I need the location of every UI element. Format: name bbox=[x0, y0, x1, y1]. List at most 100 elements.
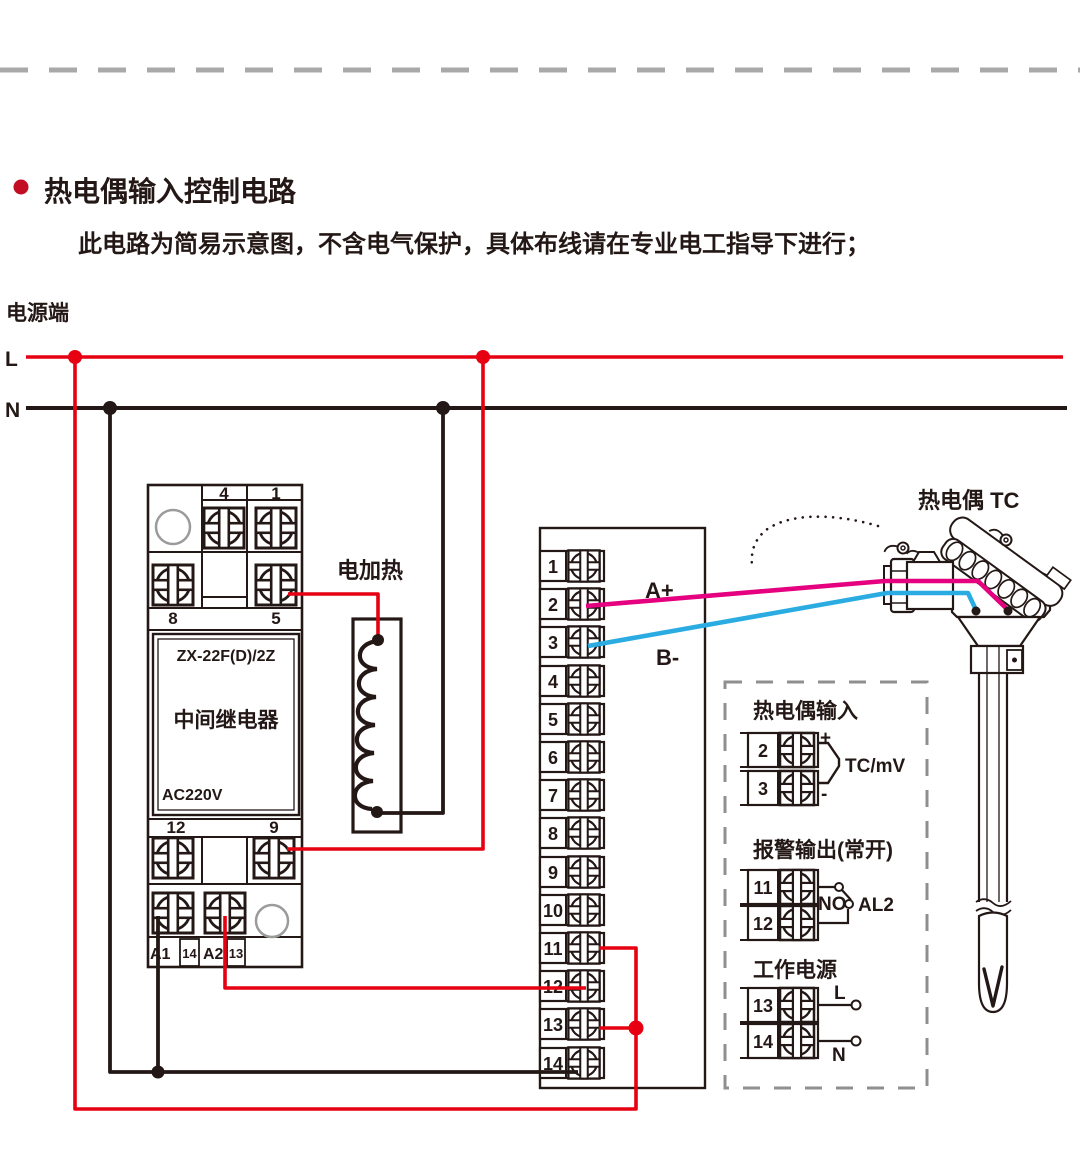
tc-body bbox=[905, 560, 955, 611]
legend-terminal-2-label: 2 bbox=[758, 741, 768, 761]
instrument-terminal-label: 3 bbox=[548, 633, 558, 653]
legend-l-label: L bbox=[834, 983, 846, 1004]
a-plus-wire bbox=[585, 578, 1010, 612]
screw-terminal-icon bbox=[202, 506, 246, 550]
legend-al2-label: AL2 bbox=[858, 895, 894, 916]
junction-dot bbox=[103, 401, 117, 415]
thermocouple-label: 热电偶 TC bbox=[918, 488, 1020, 513]
relay-terminal-A1-label: A1 bbox=[150, 946, 171, 963]
legend-terminal-13-label: 13 bbox=[753, 996, 773, 1016]
instrument-terminal-label: 7 bbox=[548, 786, 558, 806]
relay-terminal-4-label: 4 bbox=[219, 484, 229, 503]
page-title: 热电偶输入控制电路 bbox=[44, 175, 297, 207]
wires bbox=[73, 357, 1010, 1111]
tc-bracket-icon bbox=[818, 741, 841, 785]
a-plus-label: A+ bbox=[645, 578, 674, 603]
tc-body-cap bbox=[911, 551, 942, 563]
relay-indicator-circle-bottom bbox=[254, 903, 290, 939]
legend-alarm-rows: 11 12 bbox=[740, 868, 820, 942]
relay-model: ZX-22F(D)/2Z bbox=[177, 648, 276, 665]
relay-terminal-A2-label: A2 bbox=[203, 946, 224, 963]
relay-terminal-5-label: 5 bbox=[271, 609, 280, 628]
instrument-terminal-label: 1 bbox=[548, 557, 558, 577]
legend-no-label: NO bbox=[818, 894, 847, 915]
heater-coil-icon bbox=[352, 638, 379, 812]
relay-terminal-1-label: 1 bbox=[271, 484, 280, 503]
live-loop-wire bbox=[73, 357, 638, 1111]
tc-probe bbox=[975, 646, 1012, 1014]
screw-terminal-icon bbox=[254, 563, 298, 607]
thermocouple: 热电偶 TC bbox=[750, 488, 1072, 1014]
probe-v-mark bbox=[982, 965, 1004, 1008]
junction-dot bbox=[628, 1020, 644, 1036]
relay-terminal-14-label: 14 bbox=[182, 946, 197, 961]
legend-signal-label: TC/mV bbox=[845, 756, 906, 777]
tc-wire-dot bbox=[971, 606, 981, 616]
chain-dotted-icon bbox=[750, 515, 880, 568]
legend-terminal-14-label: 14 bbox=[753, 1032, 773, 1052]
heater-label: 电加热 bbox=[337, 558, 403, 583]
relay-voltage: AC220V bbox=[162, 787, 223, 804]
instrument-terminal-label: 9 bbox=[548, 863, 558, 883]
relay5-heater-wire bbox=[288, 592, 380, 639]
heater: 电加热 bbox=[337, 558, 403, 834]
relay-terminal-12-label: 12 bbox=[167, 818, 186, 837]
tc-wire-dot bbox=[1003, 606, 1013, 616]
tc-cap-icon bbox=[940, 516, 1072, 623]
alarm-switch-icon bbox=[818, 882, 854, 925]
relay-indicator-circle-top bbox=[154, 508, 192, 546]
screw-terminal-icon bbox=[151, 563, 195, 607]
junction-dot bbox=[476, 350, 490, 364]
screw-terminal-icon bbox=[252, 836, 296, 880]
b-minus-label: B- bbox=[656, 645, 679, 670]
legend-box: 热电偶输入 2 3 + - TC/mV 报警输出(常开) 11 12 bbox=[723, 680, 929, 1090]
legend-n-label: N bbox=[832, 1045, 846, 1066]
instrument-terminal-label: 13 bbox=[543, 1015, 563, 1035]
legend-alarm-title: 报警输出(常开) bbox=[753, 838, 893, 862]
instrument-terminal-label: 6 bbox=[548, 748, 558, 768]
relay: 4 1 8 5 ZX-22F(D)/2Z 中间继电器 AC220V 12 9 A… bbox=[146, 483, 304, 969]
legend-input-title: 热电偶输入 bbox=[753, 699, 858, 723]
screw-terminal-icon bbox=[254, 506, 298, 550]
live-line-label: L bbox=[5, 348, 18, 371]
legend-supply-title: 工作电源 bbox=[753, 958, 837, 982]
instrument-terminal-label: 2 bbox=[548, 595, 558, 615]
junction-dot bbox=[151, 1065, 165, 1079]
tc-block-screw-icon bbox=[1012, 657, 1017, 663]
power-terminal-label: 电源端 bbox=[6, 302, 69, 325]
b-minus-wire bbox=[587, 590, 979, 649]
relay-terminal-9-label: 9 bbox=[269, 818, 278, 837]
legend-supply-rows: 13 14 bbox=[740, 986, 820, 1060]
page-subtitle: 此电路为简易示意图，不含电气保护，具体布线请在专业电工指导下进行； bbox=[78, 230, 870, 258]
cap-screw-icon bbox=[882, 540, 911, 560]
legend-terminal-12-label: 12 bbox=[753, 914, 773, 934]
relay-terminal-8-label: 8 bbox=[168, 609, 177, 628]
legend-terminal-11-label: 11 bbox=[753, 878, 772, 898]
relay9-live-wire bbox=[287, 357, 485, 851]
relay-terminal-13-label: 13 bbox=[229, 946, 243, 961]
instrument-terminal-rows: 1 2 3 4 5 6 7 8 9 10 11 12 13 14 bbox=[538, 549, 606, 1080]
instrument: 1 2 3 4 5 6 7 8 9 10 11 12 13 14 bbox=[538, 526, 707, 1090]
instrument-terminal-label: 4 bbox=[548, 672, 558, 692]
instrument-terminal-label: 8 bbox=[548, 824, 558, 844]
neutral-line-label: N bbox=[5, 399, 20, 422]
instrument-terminal-label: 11 bbox=[543, 939, 562, 959]
junction-dot bbox=[68, 350, 82, 364]
junction-dots bbox=[68, 350, 1013, 1079]
a2-terminal12-wire bbox=[223, 916, 586, 990]
tc-neck bbox=[955, 615, 1043, 648]
legend-input-rows: 2 3 bbox=[740, 731, 820, 807]
legend-plus-label: + bbox=[820, 728, 831, 749]
relay-internal-lines bbox=[148, 485, 302, 938]
heater-top-dot bbox=[372, 634, 384, 646]
screw-terminal-icon bbox=[151, 836, 195, 880]
heater-bottom-dot bbox=[371, 806, 383, 818]
heater-neutral-wire bbox=[379, 408, 445, 815]
instrument-terminal-label: 5 bbox=[548, 710, 558, 730]
legend-terminal-3-label: 3 bbox=[758, 779, 768, 799]
bullet-icon bbox=[13, 179, 29, 195]
junction-dot bbox=[436, 401, 450, 415]
legend-minus-label: - bbox=[821, 784, 827, 805]
